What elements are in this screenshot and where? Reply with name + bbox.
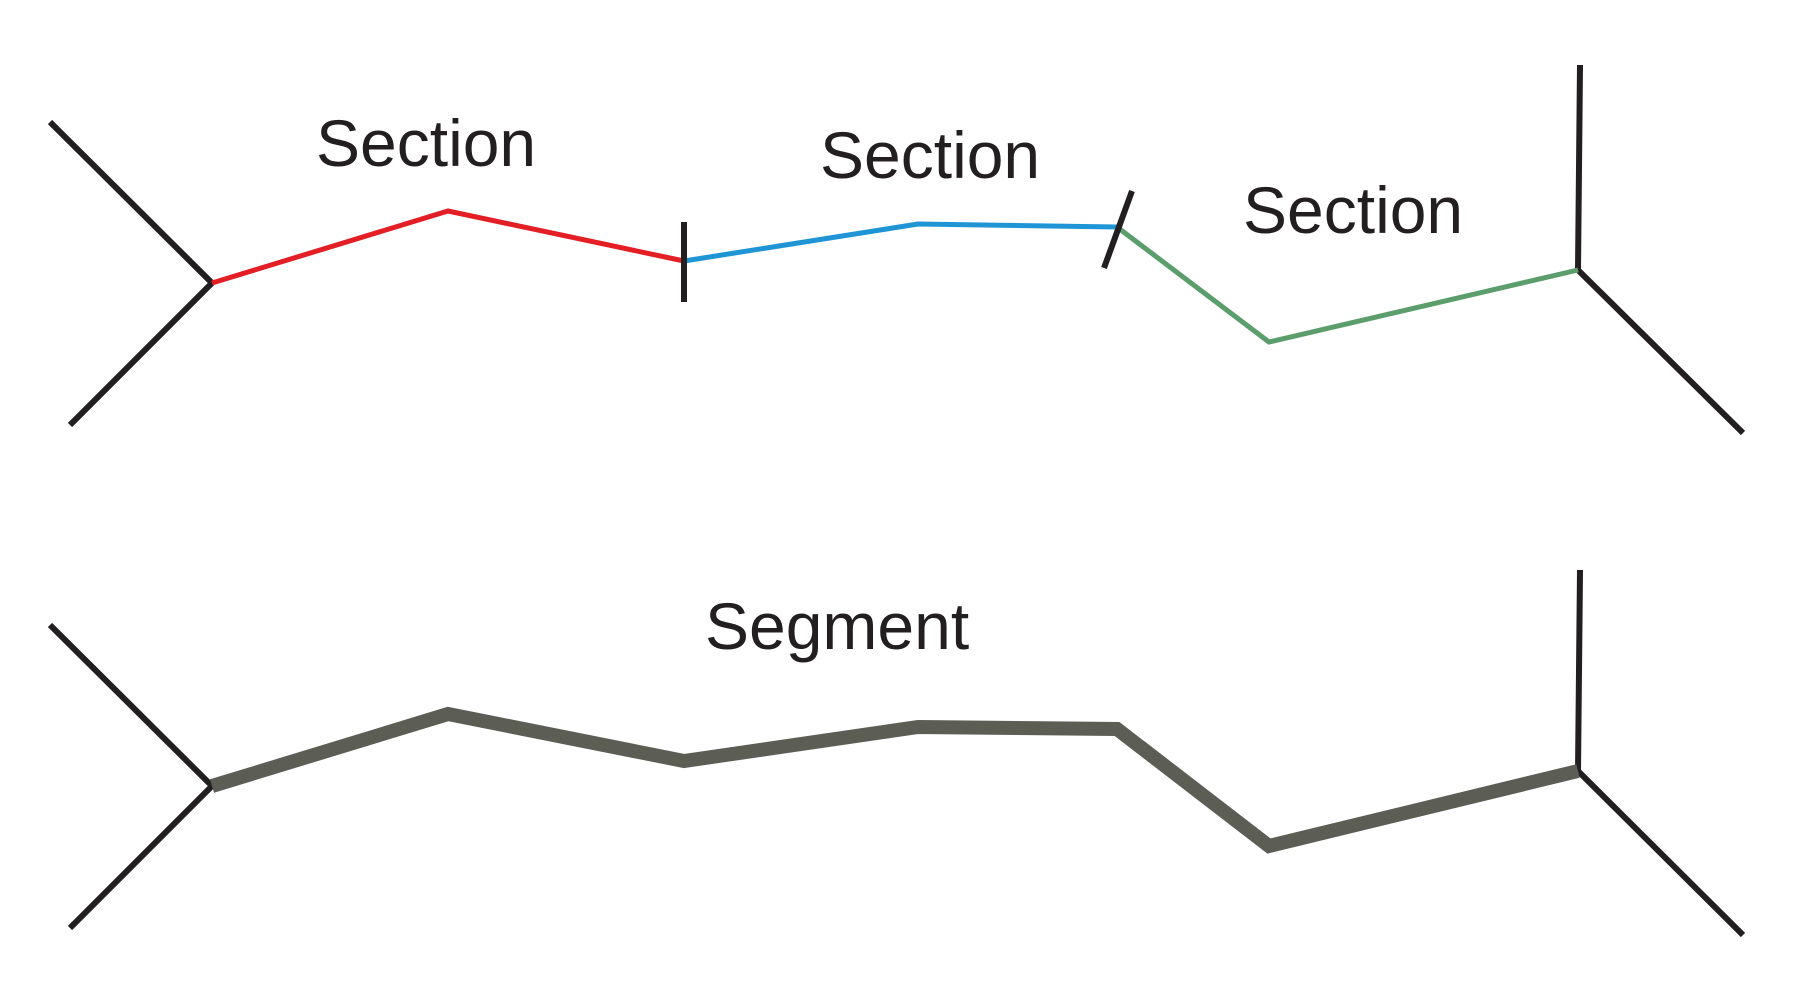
section-boundary-tick-2	[1101, 189, 1135, 270]
section-line-1	[211, 208, 685, 286]
left-junction-top	[47, 119, 215, 428]
segment-label: Segment	[705, 589, 969, 663]
segment-line	[209, 706, 1580, 854]
section-label-3: Section	[1243, 173, 1463, 247]
right-junction-bottom	[1575, 569, 1746, 938]
right-junction-top	[1575, 64, 1746, 436]
sections-diagram: Section Section Section	[47, 64, 1746, 436]
left-junction-bottom	[47, 622, 215, 931]
section-line-3	[1115, 225, 1579, 345]
section-line-2	[683, 221, 1118, 264]
section-label-2: Section	[820, 118, 1040, 192]
segment-diagram: Segment	[47, 569, 1746, 938]
section-label-1: Section	[316, 106, 536, 180]
